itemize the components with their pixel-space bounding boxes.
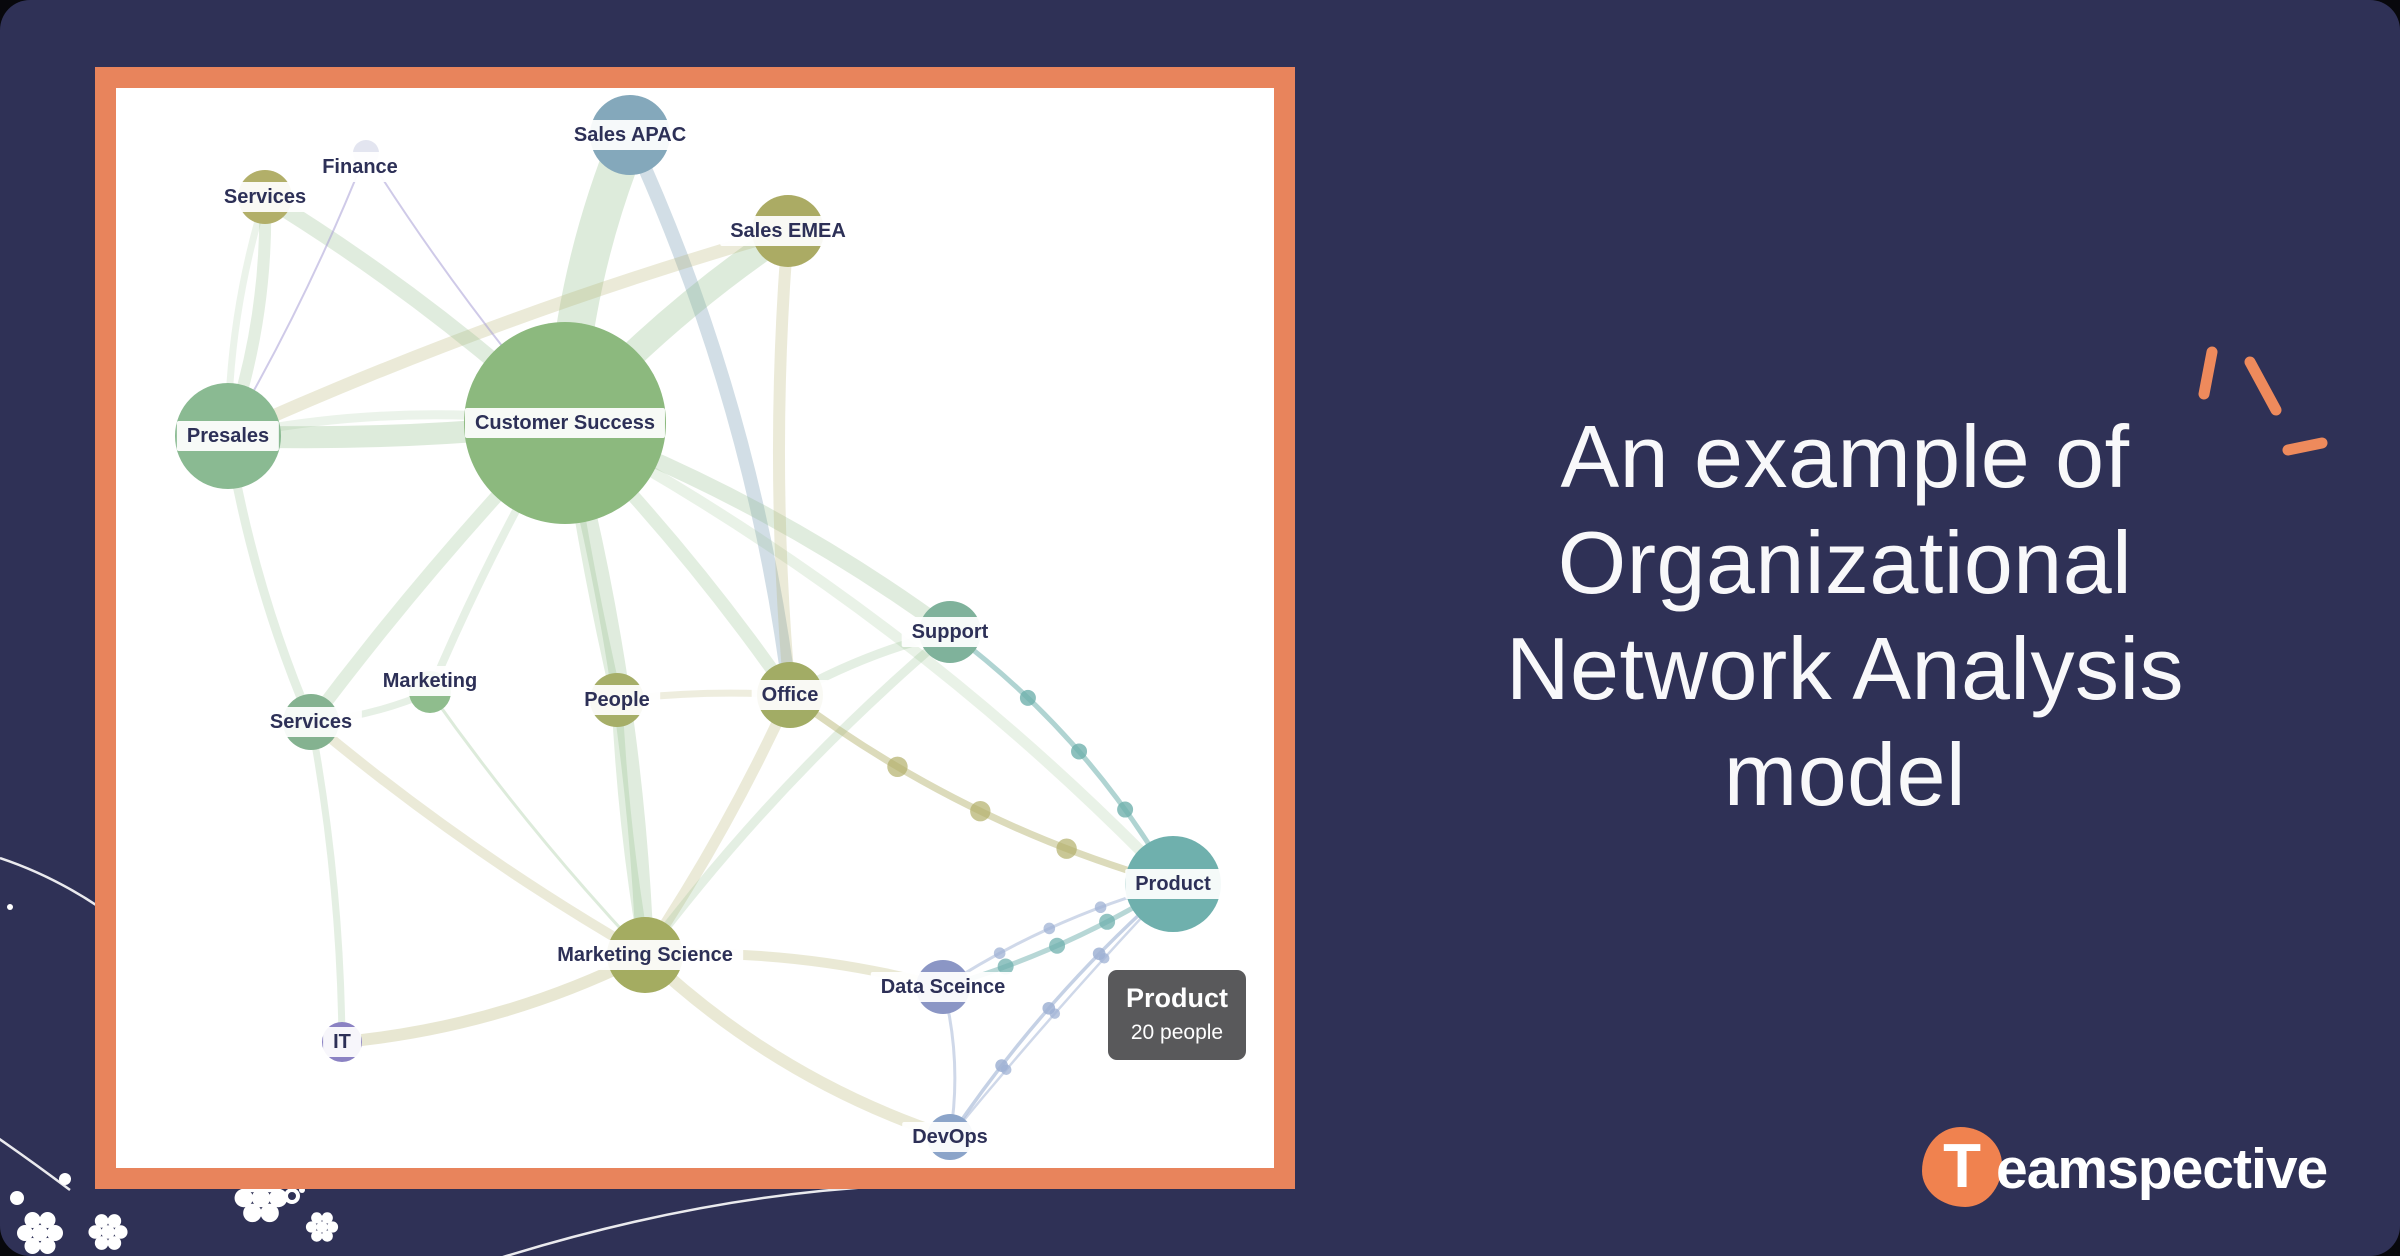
title-line: An example of [1560,407,2130,506]
title-line: Network Analysis [1505,619,2184,718]
node-label-sales-emea: Sales EMEA [720,216,856,246]
node-label-customer-success: Customer Success [464,408,666,438]
node-label-data-science: Data Sceince [870,972,1016,1002]
node-label-marketing-science: Marketing Science [547,940,743,970]
node-label-presales: Presales [176,421,280,451]
sparkle-icon [2198,346,2328,456]
node-label-people: People [574,685,660,715]
logo-blob-icon: T [1922,1127,2002,1207]
snowflake-icon [17,1212,63,1254]
ring-decoration [284,1188,300,1204]
title-line: Organizational [1557,513,2133,612]
tooltip-people-count: 20 people [1130,1021,1224,1044]
node-label-marketing: Marketing [372,666,488,696]
arc-decoration [0,1137,71,1192]
node-label-sales-apac: Sales APAC [563,120,697,150]
node-label-finance: Finance [312,152,408,182]
logo-letter: T [1943,1132,1981,1201]
node-label-product: Product [1125,869,1221,899]
slide-title: An example of Organizational Network Ana… [1360,404,2330,828]
network-panel [116,88,1274,1168]
node-label-office: Office [751,680,829,710]
snowflake-icon [305,1212,339,1242]
node-label-it: IT [323,1027,361,1057]
teamspective-logo: T eamspective [1922,1124,2328,1210]
node-tooltip: Product 20 people [1108,970,1246,1060]
node-label-services-b: Services [259,707,363,737]
node-label-services-top: Services [213,182,317,212]
logo-wordmark: eamspective [1996,1137,2328,1201]
arc-decoration [502,1184,886,1256]
node-label-support: Support [901,617,999,647]
snowflake-icon [88,1214,128,1250]
title-line: model [1723,725,1967,824]
node-label-devops: DevOps [902,1122,998,1152]
tooltip-title: Product [1125,983,1228,1013]
